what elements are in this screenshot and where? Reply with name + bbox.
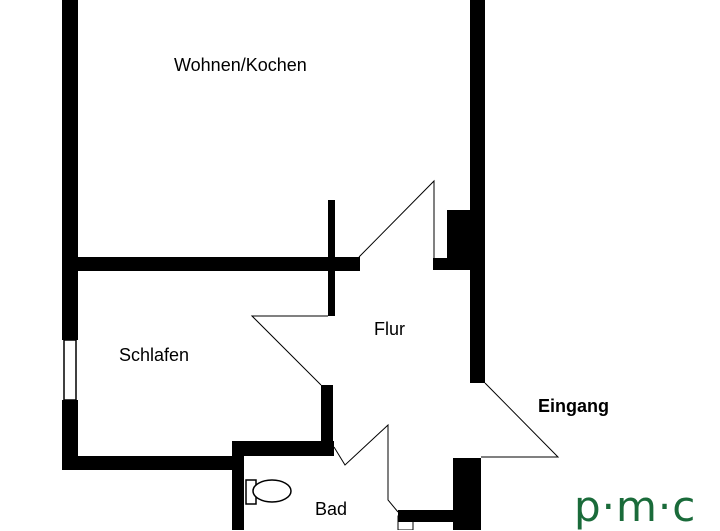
wall-right-upper	[470, 0, 485, 383]
window	[63, 339, 77, 401]
room-label-flur: Flur	[374, 319, 405, 339]
door-swing-entrance	[481, 382, 560, 458]
wall-partition-stub	[328, 200, 335, 316]
wall-bath-left	[232, 441, 244, 530]
door-swing-bedroom	[250, 315, 328, 386]
toilet-icon	[245, 479, 292, 505]
wall-living-bedroom	[62, 257, 360, 271]
door-swing-living	[358, 179, 435, 258]
wall-flur-lower-left	[321, 385, 333, 447]
wall-bedroom-bottom	[62, 456, 242, 470]
pmc-logo: p·m·c	[574, 482, 697, 531]
room-label-schlafen: Schlafen	[119, 345, 190, 365]
wall-bath-top	[232, 441, 334, 456]
outer-wall-left-lower	[62, 400, 78, 470]
entrance-label: Eingang	[538, 396, 609, 416]
bath-door-frame	[397, 515, 414, 530]
door-swing-bath	[333, 423, 399, 513]
pillar-upper	[447, 210, 471, 262]
room-label-bad: Bad	[315, 499, 348, 519]
wall-bath-bottom	[398, 510, 478, 522]
outer-wall-left	[62, 0, 78, 340]
room-label-wohnen-kochen: Wohnen/Kochen	[174, 55, 307, 75]
